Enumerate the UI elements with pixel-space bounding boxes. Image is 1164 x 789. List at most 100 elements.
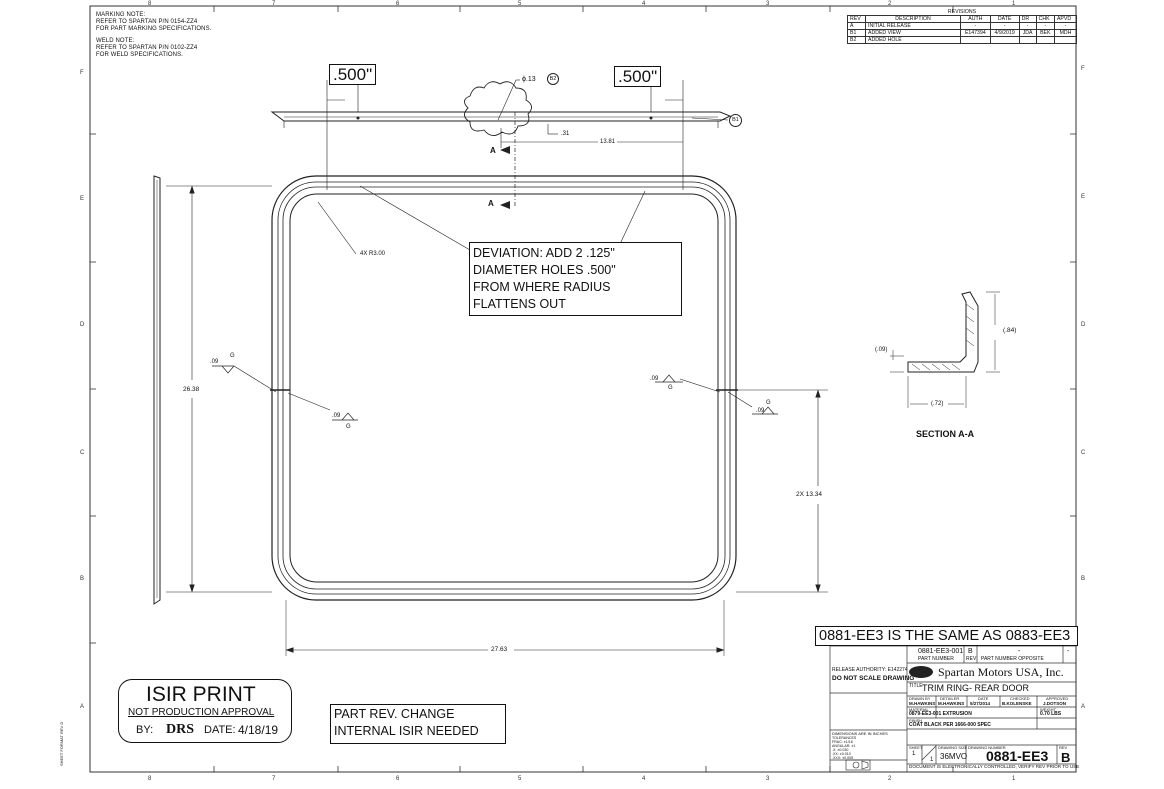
tb-detailer-label: DETAILER xyxy=(940,696,960,701)
revision-row: B1 ADDED VIEW E147394 4/9/2019 JDA BEK M… xyxy=(846,29,1078,37)
zone-top-8: 8 xyxy=(148,1,152,7)
tb-tolerance-title: DIMENSIONS ARE IN INCHES xyxy=(832,731,888,736)
title-block-lines xyxy=(829,645,1077,773)
tb-title: TRIM RING- REAR DOOR xyxy=(922,683,1029,693)
part-rev-line-2: INTERNAL ISIR NEEDED xyxy=(334,724,479,738)
dr-cell: JDA xyxy=(1018,29,1037,37)
zone-left-a: A xyxy=(80,704,85,710)
deviation-line-2: DIAMETER HOLES .500" xyxy=(473,263,616,277)
tb-sheet-label: SHEET xyxy=(909,745,923,750)
auth-header: AUTH xyxy=(960,15,991,23)
weld-type-left: G xyxy=(230,353,235,359)
date-header: DATE xyxy=(989,15,1020,23)
tb-finish-label: FINISH xyxy=(909,718,923,723)
tb-tolerance-line: .XX: ±0.010 xyxy=(832,752,851,756)
marking-note-line-2: FOR PART MARKING SPECIFICATIONS. xyxy=(96,26,212,32)
zone-bottom-4: 4 xyxy=(642,776,646,782)
section-dim-09: (.09) xyxy=(875,347,888,353)
tb-material-label: MATERIAL xyxy=(909,707,929,712)
tb-material: 0879-EE3-001 EXTRUSION xyxy=(909,711,972,717)
weld-type-inner-left: G xyxy=(346,424,351,430)
date-cell: 4/9/2019 xyxy=(989,29,1020,37)
isir-by-label: BY: xyxy=(136,724,154,736)
dr-cell xyxy=(1018,36,1037,44)
chk-header: CHK xyxy=(1035,15,1055,23)
tb-sheet: 1 xyxy=(912,751,916,757)
auth-cell xyxy=(960,36,991,44)
width-dimension: 27.63 xyxy=(491,646,508,654)
weld-type-inner-right: G xyxy=(668,385,673,391)
tb-title-label: TITLE xyxy=(909,683,923,689)
tb-bottom-note: DOCUMENT IS ELECTRONICALLY CONTROLLED, V… xyxy=(909,764,1080,769)
hole-diameter-label: ϕ.13 xyxy=(522,76,536,83)
tb-company: Spartan Motors USA, Inc. xyxy=(938,665,1064,679)
date-cell xyxy=(989,36,1020,44)
tb-rev-small: B xyxy=(968,648,973,655)
zone-left-c: C xyxy=(80,450,85,456)
zone-bottom-1: 1 xyxy=(1012,776,1016,782)
tb-weight: 0.70 LBS xyxy=(1040,711,1062,717)
section-a-label-mid: A xyxy=(488,199,494,208)
rev-cell: A xyxy=(846,22,867,30)
zone-bottom-3: 3 xyxy=(766,776,770,782)
tb-finish: COAT BLACK PER 1666-000 SPEC xyxy=(909,722,991,728)
marking-note-title: MARKING NOTE: xyxy=(96,12,146,18)
tb-tolerance-line: .XXX: ±0.005 xyxy=(832,756,854,760)
dim-31: .31 xyxy=(561,131,570,137)
apvd-cell: MDH xyxy=(1053,29,1078,37)
tb-drawn-by-label: DRAWN BY xyxy=(909,696,931,701)
zone-top-4: 4 xyxy=(642,1,646,7)
tb-date-label: DATE xyxy=(978,696,989,701)
rev-header: REV xyxy=(846,15,867,23)
weld-note-line-1: REFER TO SPARTAN P/N 0102-ZZ4 xyxy=(96,45,198,51)
deviation-line-4: FLATTENS OUT xyxy=(473,297,566,311)
tb-release-authority: RELEASE AUTHORITY: E142274 xyxy=(832,667,908,673)
isir-title: ISIR PRINT xyxy=(146,683,256,706)
section-title: SECTION A-A xyxy=(916,429,975,439)
tb-tolerance-line: FRAC: ±1/16 xyxy=(832,740,853,744)
tb-opposite-value: - xyxy=(1018,648,1021,655)
description-cell: ADDED HOLE xyxy=(865,36,962,44)
tb-drawing-number-label: DRAWING NUMBER xyxy=(968,745,1006,750)
apvd-cell xyxy=(1053,36,1078,44)
tb-approved: J.DOTSON xyxy=(1043,701,1067,706)
zone-top-3: 3 xyxy=(766,1,770,7)
dim-500-right: .500" xyxy=(618,67,658,86)
deviation-line-1: DEVIATION: ADD 2 .125" xyxy=(473,246,615,260)
apvd-header: APVD xyxy=(1053,15,1078,23)
balloon-b1: B1 xyxy=(729,114,742,127)
weld-size-left: .09 xyxy=(210,359,219,365)
weld-size-inner-right: .09 xyxy=(650,376,659,382)
tb-detailer: M.HAWKINS xyxy=(938,701,965,706)
zone-right-f: F xyxy=(1081,66,1085,72)
section-a-label-top: A xyxy=(490,146,496,155)
isir-subtitle: NOT PRODUCTION APPROVAL xyxy=(128,707,275,718)
revisions-table: REVISIONS REV DESCRIPTION AUTH DATE DR C… xyxy=(846,9,1078,44)
zone-top-6: 6 xyxy=(396,1,400,7)
dr-cell: - xyxy=(1018,22,1037,30)
margin-note: SHEET FORMAT REV D xyxy=(59,721,64,766)
tb-date: 5/27/2014 xyxy=(970,701,991,706)
zone-bottom-6: 6 xyxy=(396,776,400,782)
part-rev-note-box: PART REV. CHANGE INTERNAL ISIR NEEDED xyxy=(330,704,506,744)
auth-cell: E147394 xyxy=(960,29,991,37)
dr-header: DR xyxy=(1018,15,1037,23)
revision-row: B2 ADDED HOLE xyxy=(846,36,1078,44)
tb-drawn-by: M.HAWKINS xyxy=(909,701,936,706)
ring-front-view xyxy=(166,175,828,656)
zone-right-d: D xyxy=(1081,322,1086,328)
tb-tolerance-line: .X: ±0.030 xyxy=(832,748,849,752)
description-cell: ADDED VIEW xyxy=(865,29,962,37)
tb-approved-label: APPROVED xyxy=(1046,696,1069,701)
tb-checked-label: CHECKED xyxy=(1010,696,1030,701)
tb-weight-label: WEIGHT xyxy=(1040,707,1056,712)
weld-size-right: .09 xyxy=(756,408,765,414)
height-dimension: 26.38 xyxy=(183,386,200,394)
weld-type-right: G xyxy=(766,400,771,406)
zone-right-a: A xyxy=(1081,704,1086,710)
description-cell: INITIAL RELEASE xyxy=(865,22,962,30)
chk-cell: BEK xyxy=(1035,29,1055,37)
tb-size: 36MVO xyxy=(940,752,968,761)
zone-top-2: 2 xyxy=(888,1,892,7)
